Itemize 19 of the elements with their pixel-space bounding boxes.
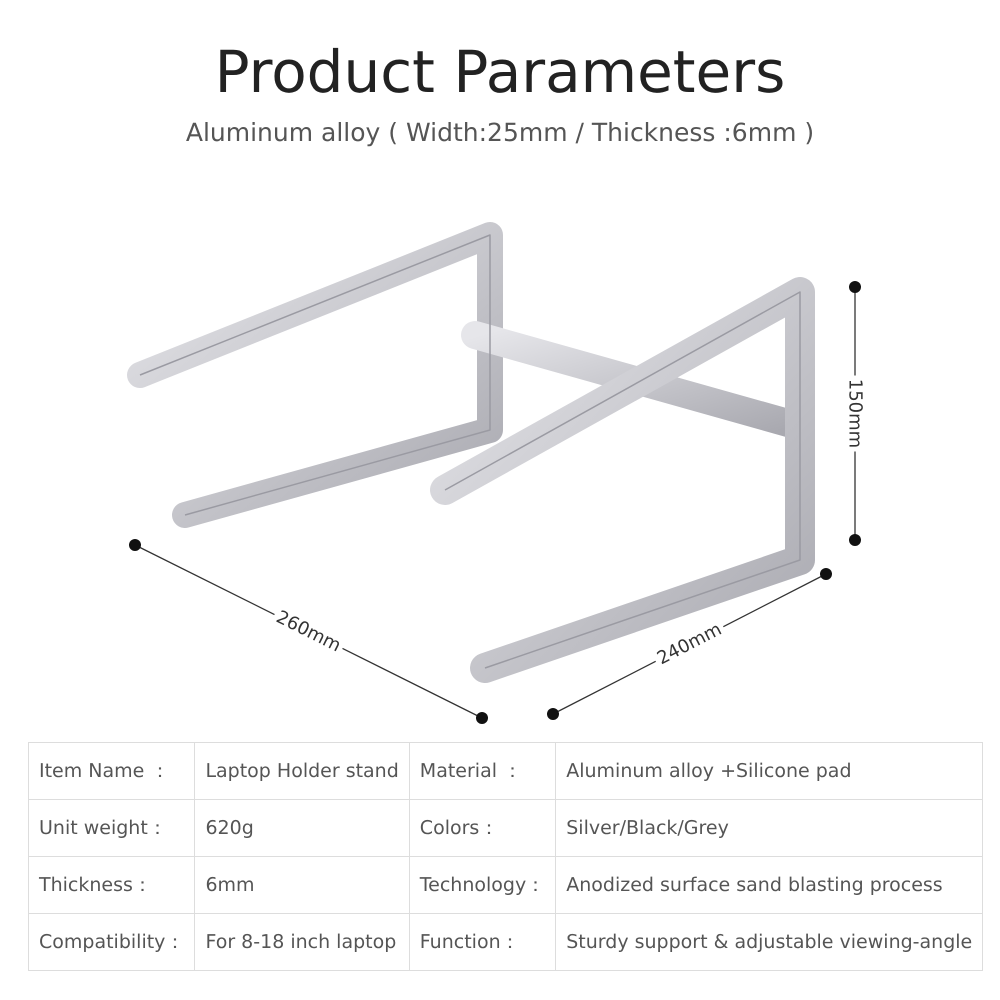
- table-value: 6mm: [205, 874, 255, 896]
- table-row-label: Technology：: [420, 873, 546, 898]
- table-value: Anodized surface sand blasting process: [566, 874, 943, 896]
- subtitle: Aluminum alloy ( Width:25mm / Thickness :6mm ): [186, 118, 814, 147]
- table-value: Sturdy support & adjustable viewing-angle: [566, 931, 972, 953]
- dimension-label: 150mm: [844, 378, 866, 448]
- table-value: For 8-18 inch laptop: [205, 931, 396, 953]
- table-value: Aluminum alloy +Silicone pad: [566, 760, 852, 782]
- table-row-label: Item Name ：: [39, 759, 170, 784]
- table-row-label: Function：: [420, 930, 520, 955]
- table-row-label: Thickness：: [39, 873, 152, 898]
- table-value: Silver/Black/Grey: [566, 817, 729, 839]
- table-row-label: Colors：: [420, 816, 498, 841]
- title: Product Parameters: [214, 38, 786, 106]
- table-value: 620g: [205, 817, 254, 839]
- table-value: Laptop Holder stand: [205, 760, 399, 782]
- table-row-label: Unit weight：: [39, 816, 167, 841]
- table-row-label: Material ：: [420, 759, 522, 784]
- table-row-label: Compatibility：: [39, 930, 184, 955]
